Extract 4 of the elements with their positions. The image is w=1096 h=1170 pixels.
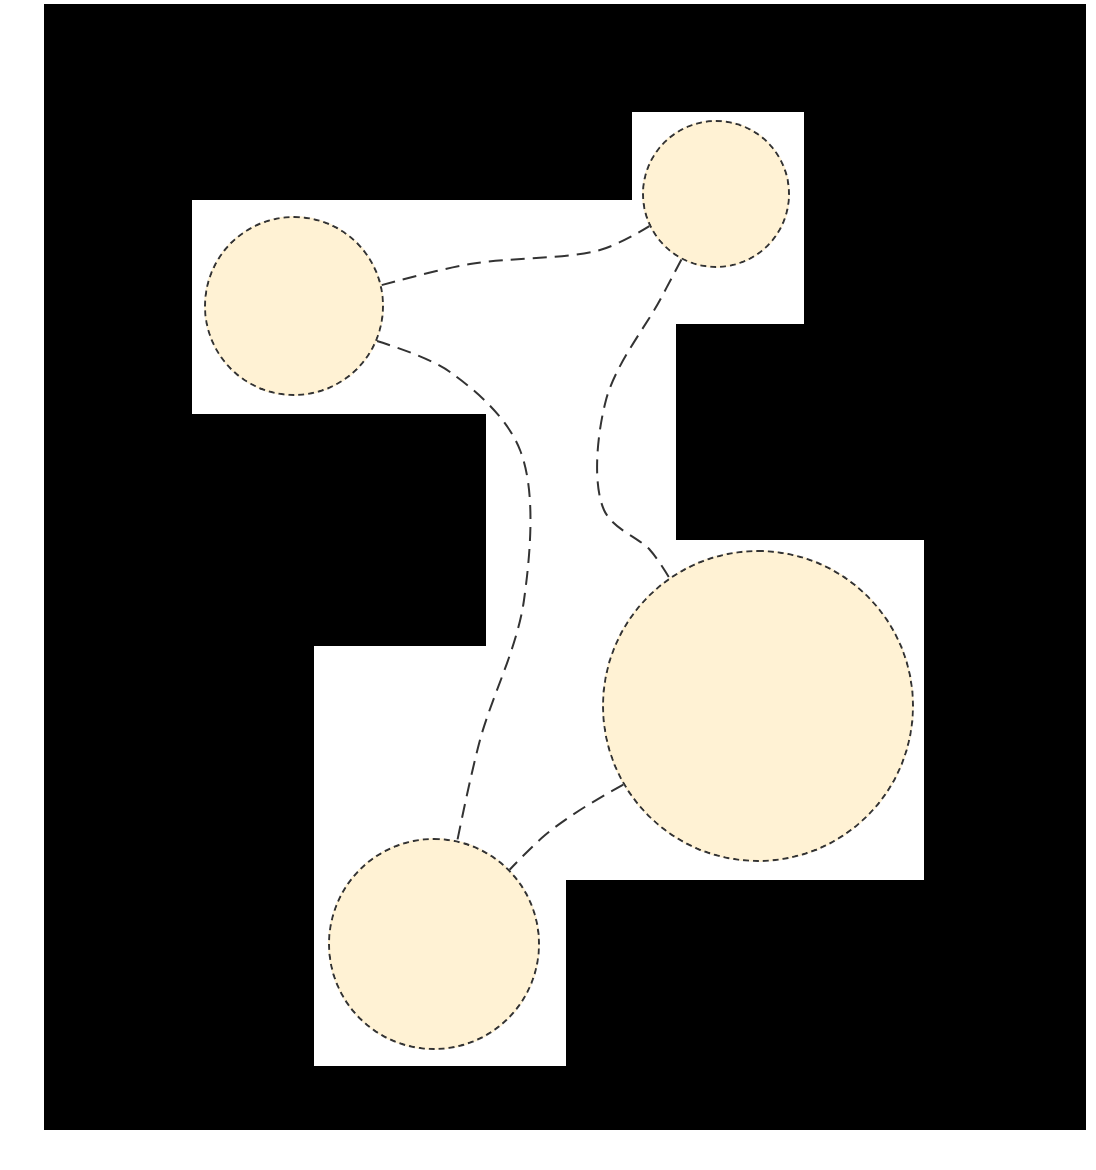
dashed-connector	[375, 340, 532, 842]
dashed-connector	[508, 783, 625, 871]
dashed-connector	[596, 258, 683, 579]
dashed-connector	[380, 225, 651, 287]
